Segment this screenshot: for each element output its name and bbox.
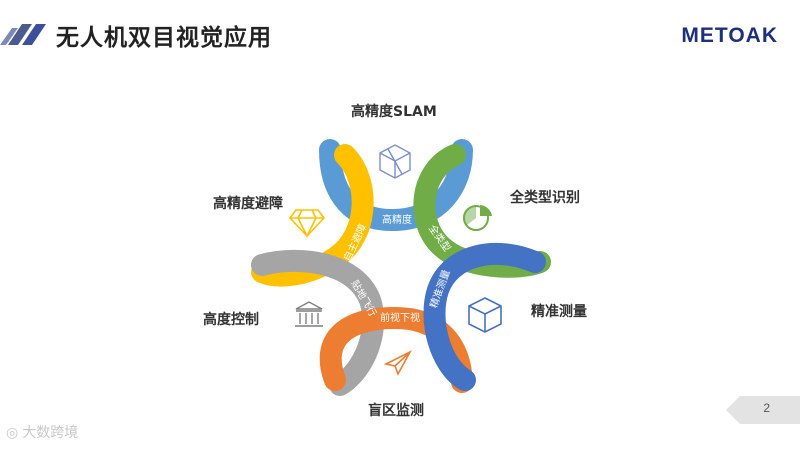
band-label: 前视下视 <box>380 311 420 324</box>
band-all-types <box>413 144 551 278</box>
band-terrain-following <box>251 249 385 396</box>
band-obstacle-avoidance <box>251 144 374 287</box>
feature-label-measurement: 精准测量 <box>531 304 587 320</box>
company-logo: METOAK <box>681 24 778 47</box>
band-high-precision <box>319 139 473 232</box>
cube-wireframe-icon <box>379 144 411 179</box>
page-number: 2 <box>763 401 770 415</box>
pie-chart-icon <box>462 205 492 231</box>
header: 无人机双目视觉应用 METOAK <box>0 0 800 70</box>
feature-label-avoidance: 高精度避障 <box>213 196 283 212</box>
building-icon <box>295 301 323 327</box>
header-stripes <box>0 24 46 45</box>
page-tab-shape <box>726 396 800 424</box>
feature-label-slam: 高精度SLAM <box>351 104 437 120</box>
feature-label-blind-spot: 盲区监测 <box>368 403 424 419</box>
watermark-text: 大数跨境 <box>22 425 79 441</box>
diamond-icon <box>288 209 326 238</box>
feature-label-recognition: 全类型识别 <box>510 190 580 206</box>
watermark-logo-icon: ◎ <box>6 425 19 441</box>
band-label: 高精度 <box>382 213 412 226</box>
band-forward-downward <box>319 306 473 393</box>
box-icon <box>468 297 502 333</box>
feature-label-altitude: 高度控制 <box>203 312 259 328</box>
paper-plane-icon <box>383 350 412 376</box>
band-precise-measurement <box>423 242 546 391</box>
page-number-tab: 2 <box>726 396 800 424</box>
watermark: ◎大数跨境 <box>6 422 78 442</box>
page-title: 无人机双目视觉应用 <box>56 25 272 51</box>
